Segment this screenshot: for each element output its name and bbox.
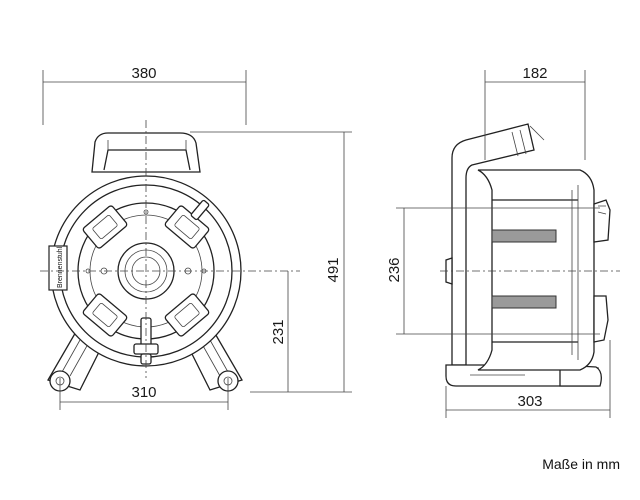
- front-view: Brennenstuhl: [40, 120, 300, 392]
- brand-label: Brennenstuhl: [48, 245, 68, 291]
- side-drum: [477, 169, 595, 371]
- front-handle: [91, 132, 201, 173]
- dim-front-width: 380: [131, 65, 156, 82]
- dim-front-base-width: 310: [131, 384, 156, 401]
- side-dimensions: 182 236 303: [386, 65, 611, 418]
- front-outlet-bottom-right: [164, 293, 210, 337]
- side-connector-top: [593, 199, 611, 243]
- side-view: [440, 123, 620, 387]
- front-dimensions: 380 491 231 310: [42, 65, 352, 410]
- dim-side-depth: 182: [522, 65, 547, 82]
- units-note: Maße in mm: [542, 456, 620, 472]
- brand-label-text: Brennenstuhl: [57, 246, 64, 288]
- side-handle: [451, 123, 535, 366]
- side-band-bottom: [491, 295, 557, 309]
- dim-front-axle-height: 231: [270, 319, 287, 344]
- dim-side-base: 303: [517, 393, 542, 410]
- dim-side-drum: 236: [386, 257, 403, 282]
- side-band-top: [491, 229, 557, 243]
- front-outlet-bottom-left: [82, 293, 128, 337]
- front-outlet-top-left: [82, 205, 128, 249]
- side-connector-bottom: [593, 295, 609, 343]
- dim-front-height: 491: [325, 257, 342, 282]
